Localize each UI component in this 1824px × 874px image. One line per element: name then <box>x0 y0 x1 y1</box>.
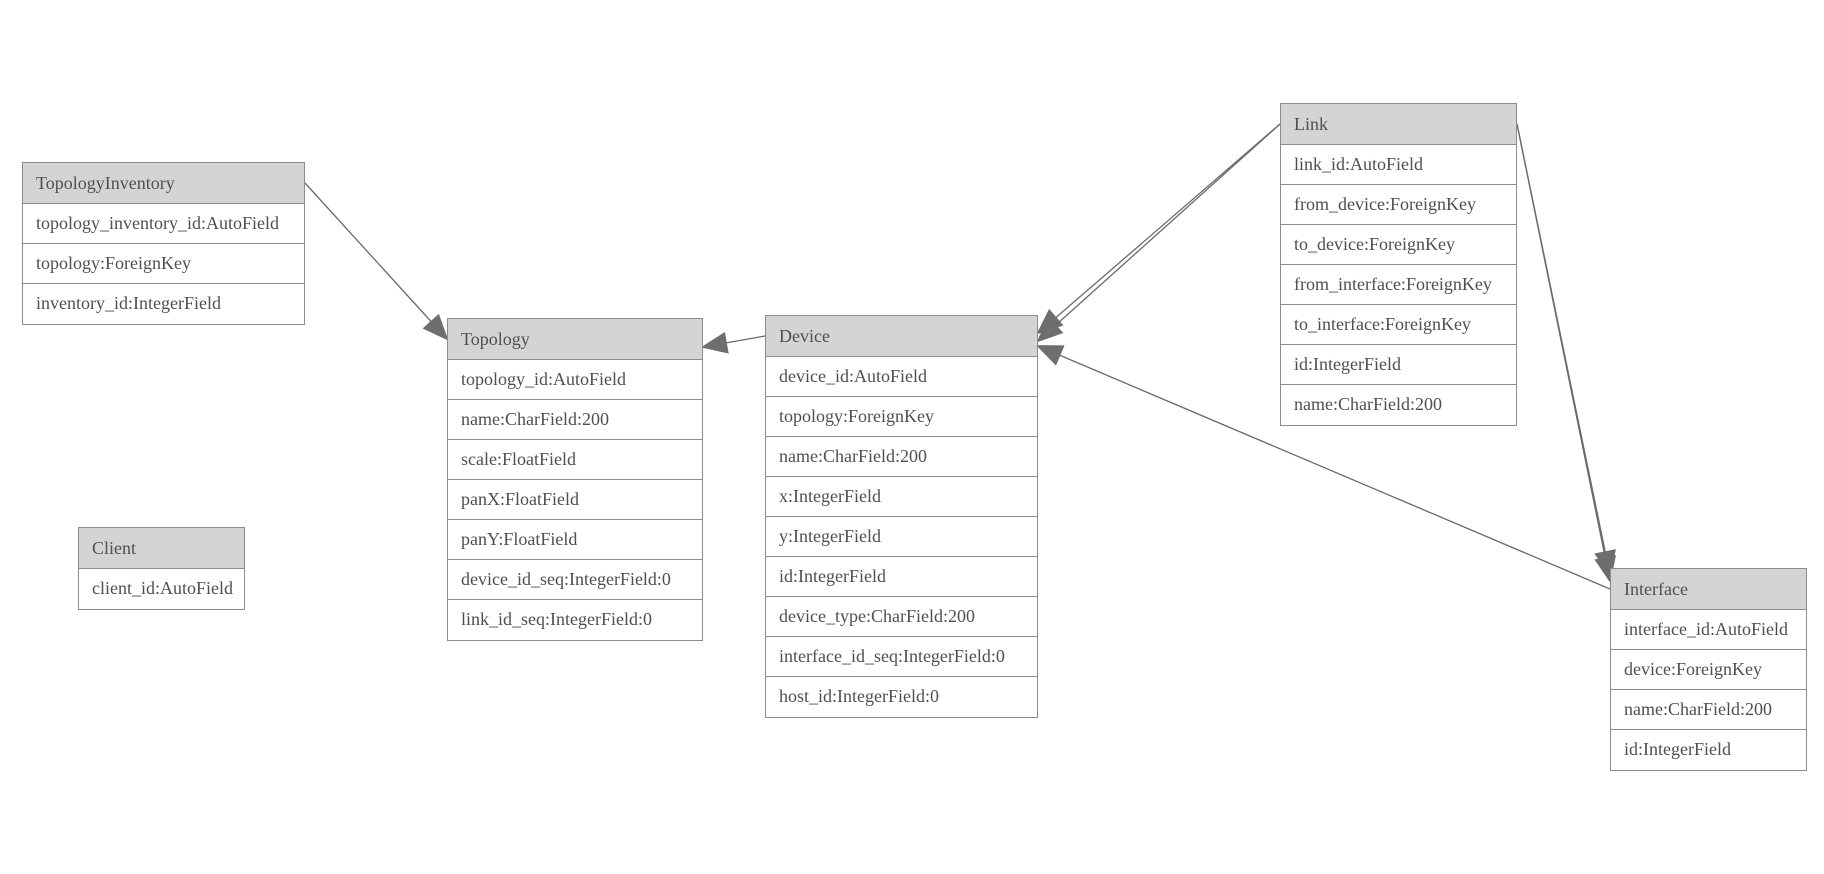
field-topology-link_id_seq: link_id_seq:IntegerField:0 <box>448 600 702 640</box>
entity-title-interface: Interface <box>1611 569 1806 610</box>
field-interface-id: id:IntegerField <box>1611 730 1806 770</box>
field-topologyinventory-topology: topology:ForeignKey <box>23 244 304 284</box>
field-topology-panY: panY:FloatField <box>448 520 702 560</box>
field-device-id: id:IntegerField <box>766 557 1037 597</box>
entity-title-topologyinventory: TopologyInventory <box>23 163 304 204</box>
field-device-y: y:IntegerField <box>766 517 1037 557</box>
relation-topologyinventory-topology-to-topology <box>304 182 449 341</box>
field-link-id: id:IntegerField <box>1281 345 1516 385</box>
entity-title-topology: Topology <box>448 319 702 360</box>
field-topologyinventory-topology_inventory_id: topology_inventory_id:AutoField <box>23 204 304 244</box>
field-topology-panX: panX:FloatField <box>448 480 702 520</box>
field-topology-name: name:CharField:200 <box>448 400 702 440</box>
field-link-from_device: from_device:ForeignKey <box>1281 185 1516 225</box>
field-device-topology: topology:ForeignKey <box>766 397 1037 437</box>
field-device-device_type: device_type:CharField:200 <box>766 597 1037 637</box>
relation-link-to_interface-to-interface <box>1516 123 1616 584</box>
field-device-name: name:CharField:200 <box>766 437 1037 477</box>
entity-title-device: Device <box>766 316 1037 357</box>
relation-link-from_device-to-device <box>1036 123 1281 335</box>
field-interface-interface_id: interface_id:AutoField <box>1611 610 1806 650</box>
field-device-host_id: host_id:IntegerField:0 <box>766 677 1037 717</box>
field-link-from_interface: from_interface:ForeignKey <box>1281 265 1516 305</box>
relation-device-topology-to-topology <box>700 331 766 354</box>
field-client-client_id: client_id:AutoField <box>79 569 244 609</box>
field-link-to_device: to_device:ForeignKey <box>1281 225 1516 265</box>
field-topologyinventory-inventory_id: inventory_id:IntegerField <box>23 284 304 324</box>
field-device-x: x:IntegerField <box>766 477 1037 517</box>
entity-title-link: Link <box>1281 104 1516 145</box>
field-device-device_id: device_id:AutoField <box>766 357 1037 397</box>
field-link-to_interface: to_interface:ForeignKey <box>1281 305 1516 345</box>
field-topology-topology_id: topology_id:AutoField <box>448 360 702 400</box>
relation-link-to_device-to-device <box>1036 123 1281 343</box>
field-interface-name: name:CharField:200 <box>1611 690 1806 730</box>
field-topology-scale: scale:FloatField <box>448 440 702 480</box>
field-link-link_id: link_id:AutoField <box>1281 145 1516 185</box>
field-device-interface_id_seq: interface_id_seq:IntegerField:0 <box>766 637 1037 677</box>
entity-title-client: Client <box>79 528 244 569</box>
field-interface-device: device:ForeignKey <box>1611 650 1806 690</box>
field-link-name: name:CharField:200 <box>1281 385 1516 425</box>
relation-link-from_interface-to-interface <box>1516 123 1616 578</box>
field-topology-device_id_seq: device_id_seq:IntegerField:0 <box>448 560 702 600</box>
